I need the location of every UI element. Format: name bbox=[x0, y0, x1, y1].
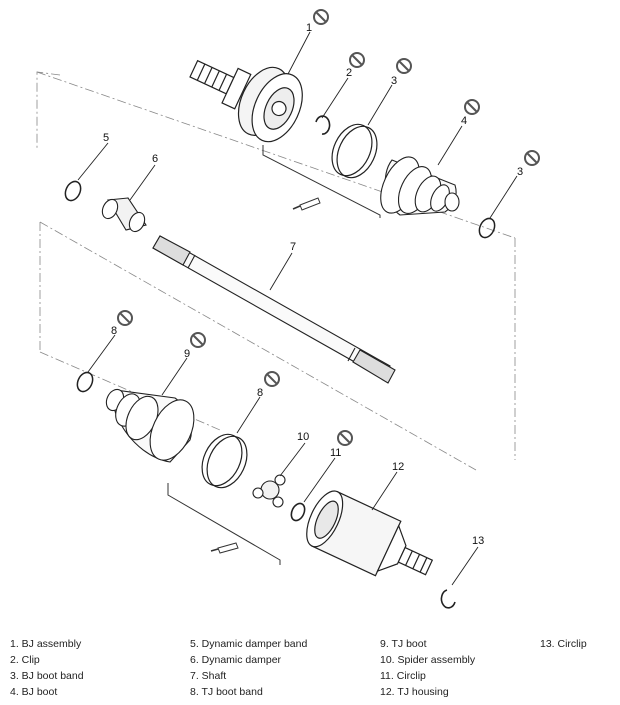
bj-boot-band-large bbox=[331, 123, 378, 179]
legend-item: 12. TJ housing bbox=[380, 686, 449, 698]
parts-legend: 1. BJ assembly 2. Clip 3. BJ boot band 4… bbox=[0, 636, 620, 702]
legend-item: 7. Shaft bbox=[190, 670, 227, 682]
callout-12: 12 bbox=[392, 461, 404, 473]
callout-3: 3 bbox=[391, 75, 397, 87]
grease-tube-icon bbox=[210, 542, 239, 554]
legend-column-4: 13. Circlip bbox=[540, 636, 587, 652]
bj-clip bbox=[315, 115, 331, 135]
legend-item: 4. BJ boot bbox=[10, 686, 58, 698]
bj-boot bbox=[380, 156, 460, 216]
legend-item: 9. TJ boot bbox=[380, 638, 427, 650]
legend-item: 10. Spider assembly bbox=[380, 654, 476, 666]
legend-item: 2. Clip bbox=[10, 654, 40, 666]
callout-7: 7 bbox=[290, 241, 296, 253]
tj-boot-band-large bbox=[201, 433, 248, 489]
callout-4: 4 bbox=[461, 115, 467, 127]
callout-8: 8 bbox=[111, 325, 117, 337]
legend-column-3: 9. TJ boot 10. Spider assembly 11. Circl… bbox=[380, 636, 475, 700]
bj-assembly bbox=[189, 59, 303, 143]
spider-assembly bbox=[252, 474, 286, 508]
dynamic-damper-band bbox=[64, 180, 82, 202]
legend-column-2: 5. Dynamic damper band 6. Dynamic damper… bbox=[190, 636, 307, 700]
bj-boot-band-small bbox=[478, 217, 496, 239]
callout-1: 1 bbox=[306, 22, 312, 34]
callout-11: 11 bbox=[330, 447, 341, 459]
legend-item: 5. Dynamic damper band bbox=[190, 638, 308, 650]
legend-item: 8. TJ boot band bbox=[190, 686, 263, 698]
callout-2: 2 bbox=[346, 67, 352, 79]
callout-8: 8 bbox=[257, 387, 263, 399]
callout-3: 3 bbox=[517, 166, 523, 178]
grease-tube-icon bbox=[292, 197, 321, 211]
legend-item: 11. Circlip bbox=[380, 670, 426, 682]
tj-circlip-outer bbox=[440, 589, 456, 609]
callout-6: 6 bbox=[152, 153, 158, 165]
legend-item: 6. Dynamic damper bbox=[190, 654, 282, 666]
legend-item: 3. BJ boot band bbox=[10, 670, 84, 682]
callout-13: 13 bbox=[472, 535, 484, 547]
boot-kit-brackets bbox=[167, 145, 381, 565]
legend-column-1: 1. BJ assembly 2. Clip 3. BJ boot band 4… bbox=[10, 636, 84, 700]
shaft bbox=[152, 235, 396, 384]
dynamic-damper bbox=[101, 197, 147, 233]
legend-item: 1. BJ assembly bbox=[10, 638, 82, 650]
prohibition-icon bbox=[117, 9, 540, 446]
exploded-drive-shaft-diagram: 1 2 3 4 3 5 6 7 8 9 8 10 11 12 13 bbox=[36, 9, 540, 609]
legend-item: 13. Circlip bbox=[540, 638, 587, 650]
callout-5: 5 bbox=[103, 132, 109, 144]
tj-boot-band-small bbox=[76, 371, 94, 393]
callout-leaders bbox=[77, 31, 518, 586]
callout-9: 9 bbox=[184, 348, 190, 360]
tj-housing bbox=[306, 490, 434, 577]
tj-circlip-inner bbox=[290, 502, 306, 522]
tj-boot bbox=[105, 388, 195, 463]
callout-10: 10 bbox=[297, 431, 309, 443]
